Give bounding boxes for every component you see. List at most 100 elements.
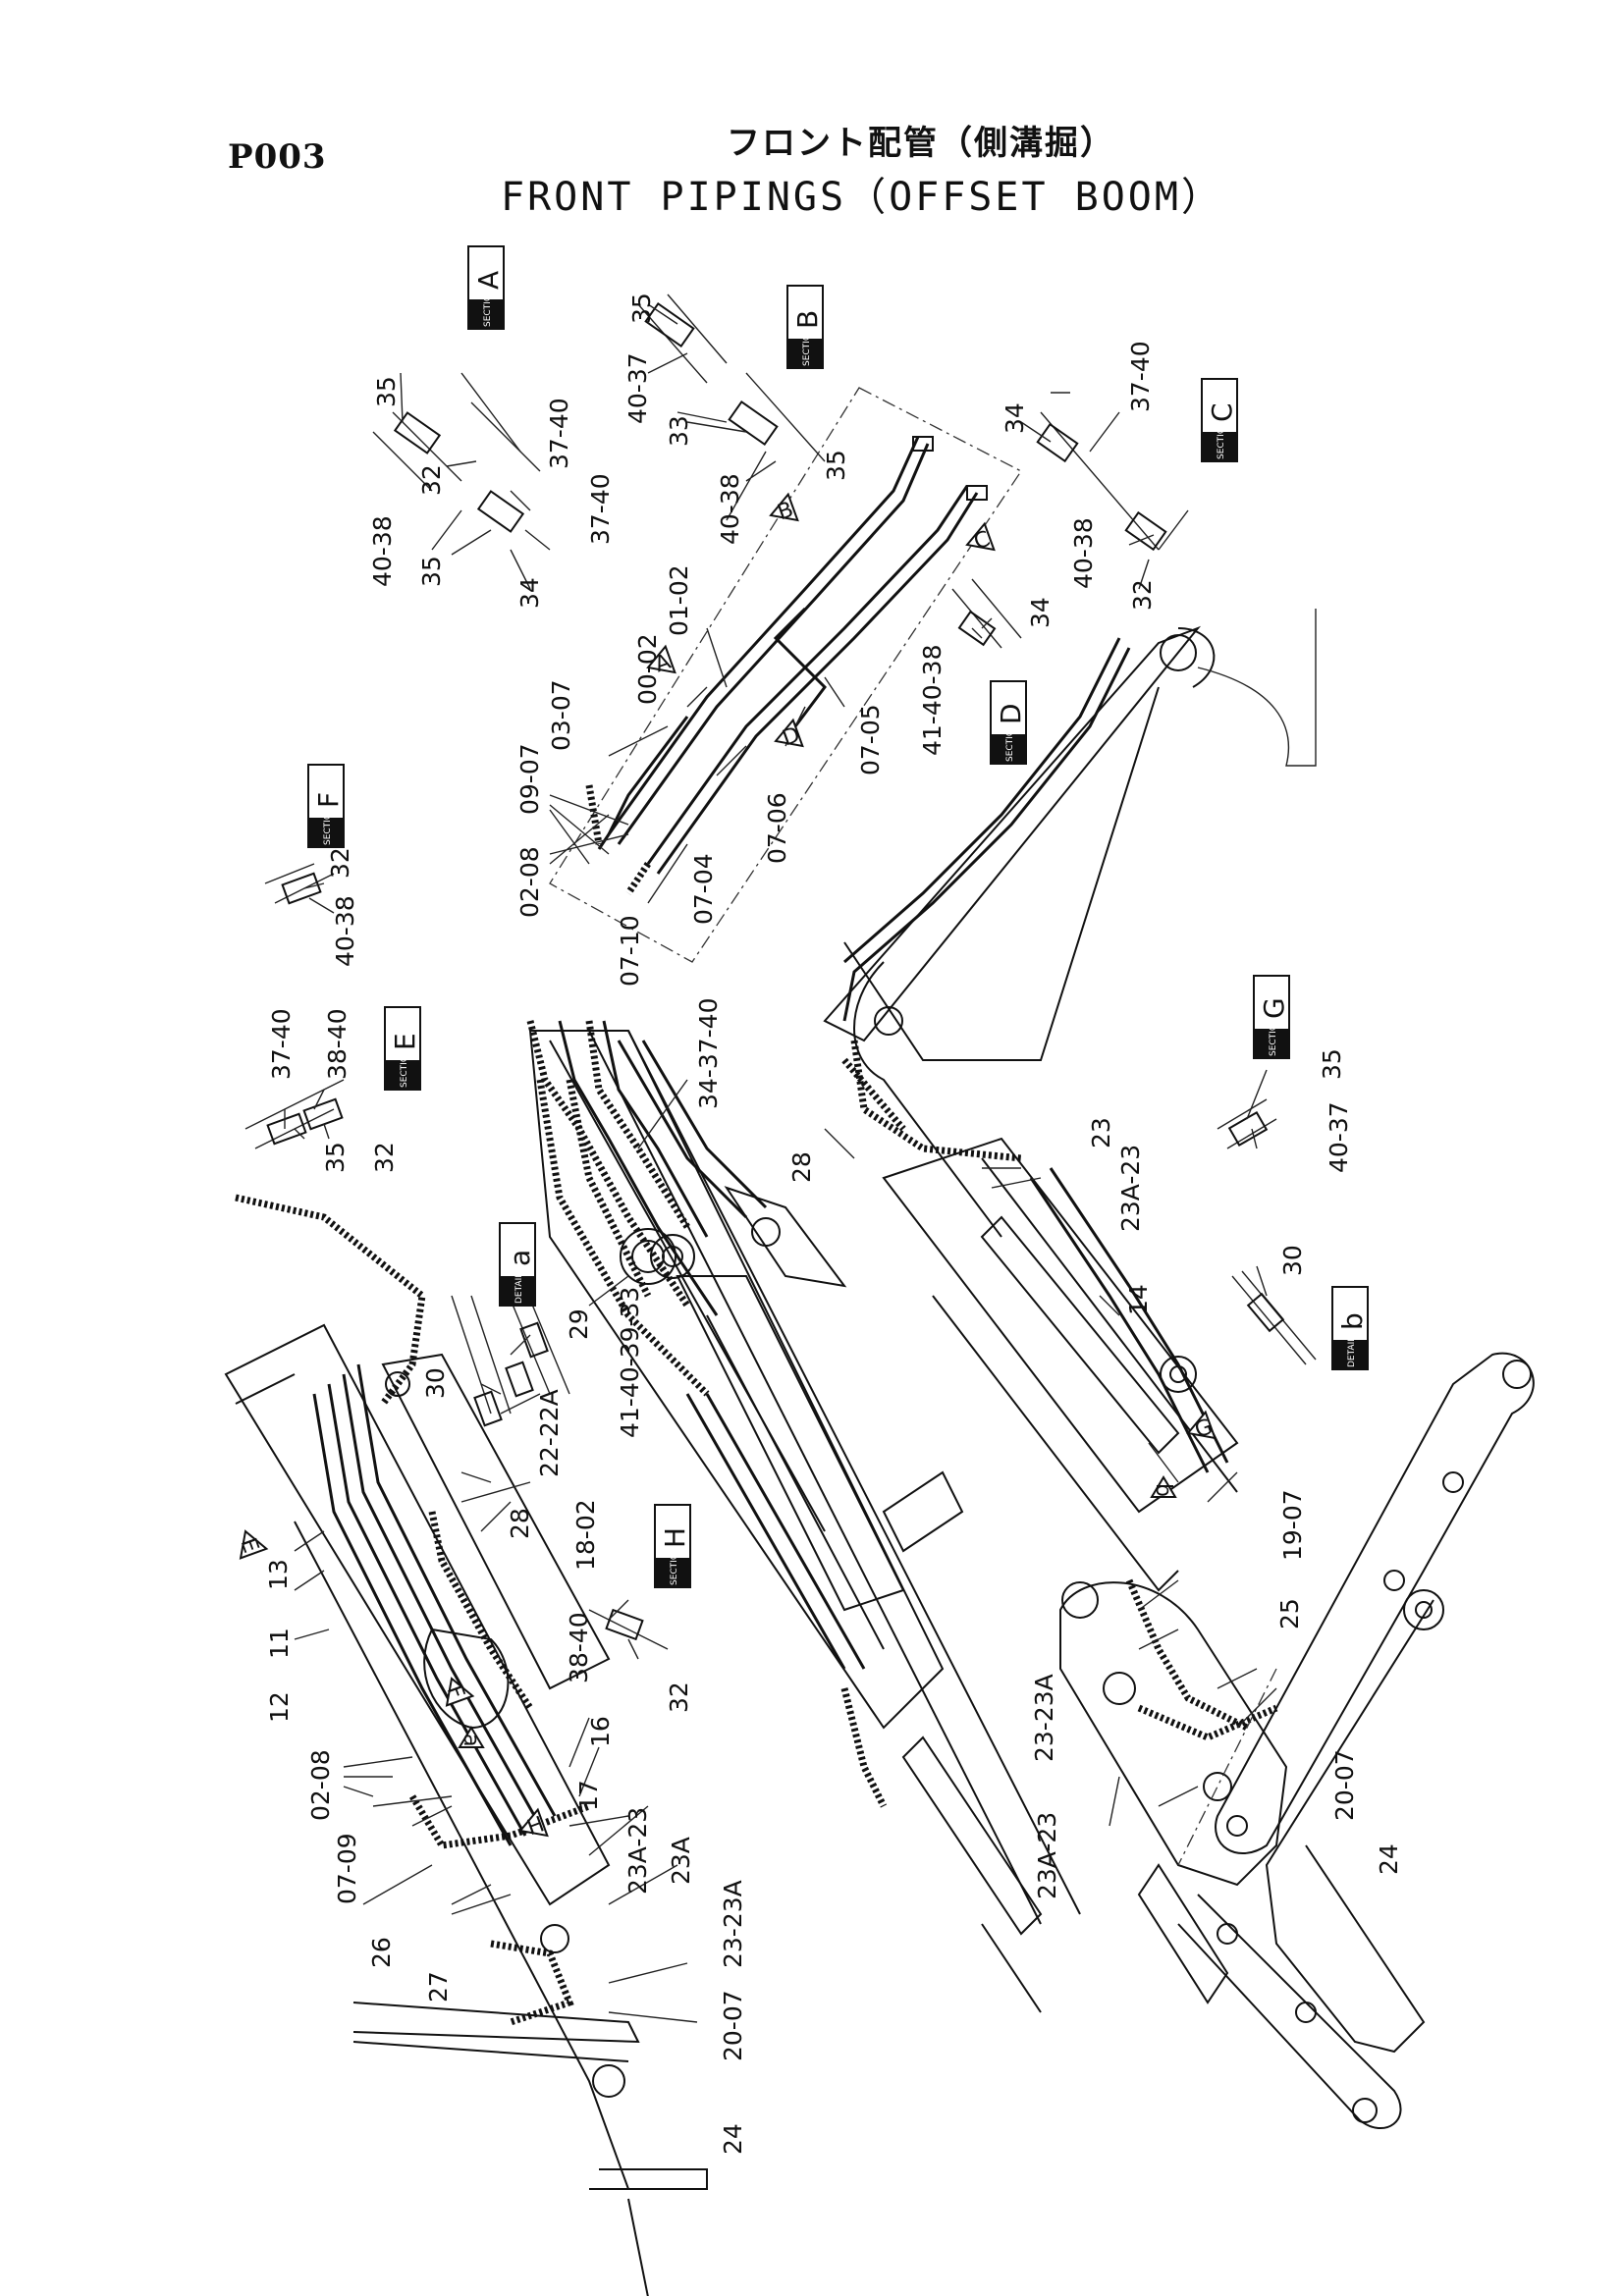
callout: 40-38 (716, 473, 744, 545)
svg-text:F: F (312, 792, 345, 808)
section-clamps (244, 294, 1277, 1650)
callout: 23-23A (719, 1880, 747, 1968)
callout: 19-07 (1278, 1489, 1307, 1561)
callout: 40-38 (1069, 517, 1098, 589)
callout: 32 (370, 1142, 399, 1173)
callout: 11 (265, 1628, 294, 1659)
svg-text:SECTION: SECTION (1269, 1017, 1278, 1056)
callout: 07-05 (856, 704, 885, 775)
callout: 34-37-40 (694, 998, 723, 1109)
callout: 28 (787, 1151, 816, 1183)
callout: 07-09 (333, 1833, 361, 1904)
callout: 00-02 (633, 633, 662, 705)
callout: 23-23A (1030, 1674, 1058, 1762)
callout: 40-37 (623, 352, 652, 424)
callout: 13 (264, 1559, 293, 1590)
svg-text:D: D (780, 722, 803, 751)
svg-text:H: H (524, 1812, 548, 1841)
callout: 30 (421, 1367, 450, 1399)
title-japanese: フロント配管（側溝掘） (727, 124, 1115, 163)
view-arrow-detail-a: a (458, 1726, 485, 1748)
page-code: P003 (228, 137, 327, 177)
callout: 01-02 (665, 564, 693, 636)
boom-outline (823, 609, 1317, 1238)
left-boom-assembly (224, 1194, 708, 2296)
callout: 34 (1026, 597, 1055, 628)
callout: 35 (417, 556, 446, 587)
callout: 35 (627, 293, 656, 324)
svg-text:C: C (1206, 402, 1238, 422)
callout: 40-37 (1325, 1101, 1353, 1173)
svg-text:C: C (971, 527, 994, 556)
svg-text:b: b (1151, 1483, 1175, 1497)
view-arrow-b: B (769, 492, 799, 526)
callout: 41-40-38 (918, 645, 947, 756)
view-arrows: A B C D E F G H a (236, 492, 1217, 1841)
callout: 23 (1087, 1117, 1115, 1148)
view-arrow-detail-b: b (1150, 1475, 1177, 1498)
svg-text:SECTION: SECTION (400, 1048, 409, 1088)
svg-text:DETAIL: DETAIL (514, 1273, 524, 1304)
callout: 37-40 (1126, 341, 1155, 412)
svg-text:G: G (1258, 997, 1290, 1019)
svg-text:a: a (504, 1250, 536, 1266)
svg-text:A: A (472, 271, 505, 290)
callout: 07-06 (763, 792, 791, 864)
view-arrow-e: E (236, 1529, 269, 1560)
boom-hose-routing (526, 1020, 719, 1316)
callout: 27 (424, 1971, 453, 2002)
callout: 30 (1278, 1245, 1307, 1276)
callout: 40-38 (368, 515, 397, 587)
callout: 34 (515, 577, 544, 609)
svg-text:SECTION: SECTION (483, 288, 493, 327)
callout: 33 (665, 415, 693, 447)
callout: 02-08 (306, 1749, 335, 1821)
callout: 37-40 (267, 1008, 296, 1080)
svg-text:D: D (995, 703, 1027, 724)
svg-text:B: B (775, 498, 797, 526)
svg-text:E: E (389, 1033, 421, 1050)
callout: 16 (586, 1716, 615, 1747)
callout: 23A-23 (1033, 1812, 1061, 1899)
upper-pipe-bundle (549, 387, 1022, 963)
callout: 37-40 (586, 473, 615, 545)
callout: 35 (321, 1142, 350, 1173)
callout: 07-10 (616, 915, 644, 987)
callout: 20-07 (719, 1990, 747, 2061)
part-callouts: 35 32 40-38 35 37-40 37-40 34 35 40-37 3… (264, 293, 1403, 2155)
callout: 28 (506, 1508, 534, 1539)
callout: 37-40 (545, 398, 573, 469)
title-english: FRONT PIPINGS（OFFSET BOOM） (501, 175, 1223, 220)
svg-text:SECTION: SECTION (323, 806, 333, 845)
svg-text:G: G (1192, 1415, 1217, 1443)
svg-text:H: H (659, 1527, 691, 1548)
callout: 03-07 (547, 679, 575, 751)
svg-text:SECTION: SECTION (802, 327, 812, 366)
leader-lines (284, 303, 1277, 2023)
callout: 29 (565, 1308, 593, 1340)
callout: 41-40-39-33 (616, 1287, 644, 1438)
callout: 32 (326, 847, 354, 879)
callout: 14 (1124, 1284, 1153, 1315)
svg-text:DETAIL: DETAIL (1347, 1337, 1357, 1367)
callout: 09-07 (515, 743, 544, 815)
svg-text:SECTION: SECTION (1005, 722, 1015, 762)
bucket-link (1177, 1352, 1535, 2130)
callout: 38-40 (323, 1008, 352, 1080)
callout: 35 (1318, 1048, 1346, 1080)
callout: 26 (367, 1937, 396, 1968)
callout: 23A (667, 1837, 695, 1885)
svg-text:SECTION: SECTION (670, 1546, 679, 1585)
callout: 23A-23 (623, 1807, 652, 1895)
callout: 12 (265, 1691, 294, 1723)
detail-b-fitting (1231, 1270, 1317, 1365)
